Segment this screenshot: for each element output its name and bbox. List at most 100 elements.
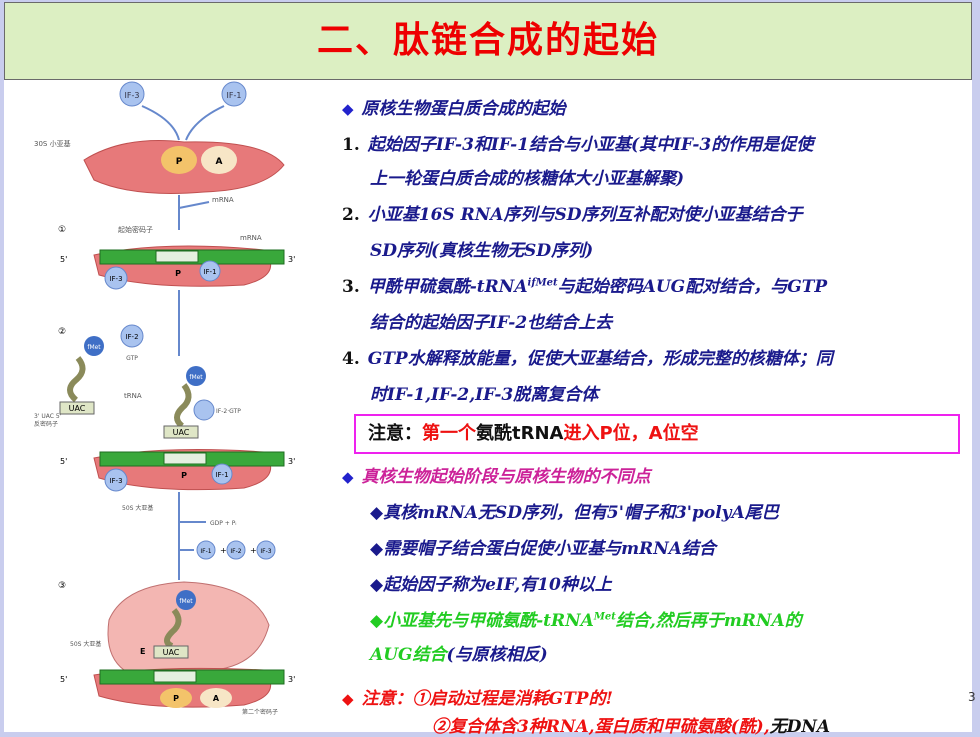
- if3-on-1-label: IF-3: [109, 275, 122, 283]
- p-site: [161, 146, 197, 174]
- p-site-3-label: P: [173, 694, 179, 703]
- large-subunit-shape: [107, 581, 270, 671]
- p-site-3: [160, 688, 192, 708]
- euk-item-3: ◆起始因子称为eIF,有10种以上: [370, 575, 612, 595]
- five-prime-3: 5': [60, 675, 67, 684]
- small-subunit-label: 30S 小亚基: [34, 139, 71, 148]
- uac-box-bottom: [153, 645, 189, 659]
- if2-gtp-label: IF-2·GTP: [216, 408, 241, 415]
- a-site-3: [200, 688, 232, 708]
- item1-number: 1.: [342, 135, 360, 155]
- step2-marker: ②: [58, 327, 66, 337]
- if1-label: IF-1: [227, 91, 242, 100]
- callout-box: 注意：第一个氨酰tRNA进入P位，A位空: [354, 414, 960, 454]
- codon-box-1: [155, 250, 199, 263]
- fmet-mid-label: fMet: [189, 374, 203, 381]
- item2-line-a: 2.小亚基16S RNA序列与SD序列互补配对使小亚基结合于: [342, 200, 802, 225]
- mrna-label: mRNA: [212, 196, 234, 204]
- item3-text-b: 结合的起始因子IF-2也结合上去: [370, 313, 613, 333]
- fmet-top: [84, 336, 104, 356]
- item2-number: 2.: [342, 205, 360, 225]
- anticodon-cn-label: 反密码子: [34, 420, 58, 428]
- prok-heading-line: ◆ 原核生物蛋白质合成的起始: [342, 94, 566, 119]
- anticodon-label: 3' UAC 5': [34, 413, 62, 420]
- if3-on-1: [104, 266, 128, 290]
- step3-marker: ③: [58, 581, 66, 591]
- fmet-bottom: [176, 590, 196, 610]
- if2-top-label: IF-2: [125, 333, 138, 341]
- fmet-top-label: fMet: [87, 344, 101, 351]
- euk-heading-line: ◆真核生物起始阶段与原核生物的不同点: [342, 462, 651, 487]
- uac-text-mid: UAC: [173, 428, 190, 437]
- initiation-diagram: IF-3 IF-1 30S 小亚基 P A mRNA ① 起始密码子 mRNA …: [34, 81, 295, 716]
- if1-on-1: [199, 260, 221, 282]
- note-line-1: ◆ 注意：①启动过程是消耗GTP的!: [342, 684, 613, 709]
- euk5-black: (与原核相反): [446, 645, 548, 665]
- second-codon-label: 第二个密码子: [242, 708, 278, 716]
- five-prime-1: 5': [60, 255, 67, 264]
- five-prime-2: 5': [60, 457, 67, 466]
- item4-number: 4.: [342, 349, 360, 369]
- if2-gtp-circle: [193, 399, 215, 421]
- p-site-label: P: [176, 157, 183, 167]
- prok-heading: 原核生物蛋白质合成的起始: [361, 99, 566, 119]
- euk4-post: 结合,然后再于mRNA的: [615, 611, 802, 631]
- item1-text-a: 起始因子IF-3和IF-1结合与小亚基(其中IF-3的作用是促使: [367, 135, 814, 155]
- trna-helix-mid: [174, 383, 192, 429]
- item4-line-a: 4.GTP水解释放能量，促使大亚基结合，形成完整的核糖体；同: [342, 344, 833, 369]
- start-codon-label: 起始密码子: [118, 225, 153, 234]
- if3-label: IF-3: [125, 91, 140, 100]
- slide-body: IF-3 IF-1 30S 小亚基 P A mRNA ① 起始密码子 mRNA …: [4, 80, 976, 737]
- title-bar: 二、肽链合成的起始: [4, 2, 972, 80]
- a-site-label: A: [216, 157, 223, 167]
- euk5-green: AUG结合: [370, 645, 447, 665]
- item3-line-a: 3.甲酰甲硫氨酰-tRNAifMet与起始密码AUG配对结合，与GTP: [342, 272, 827, 297]
- e-site-label: E: [140, 647, 145, 656]
- uac-box-mid: [163, 425, 199, 439]
- step1-marker: ①: [58, 225, 66, 235]
- gdp-label: GDP + Pᵢ: [210, 520, 236, 527]
- p-site-1-label: P: [175, 269, 181, 278]
- note-label: 注意：①启动过程是消耗GTP的!: [361, 689, 613, 709]
- euk-item-2: ◆需要帽子结合蛋白促使小亚基与mRNA结合: [370, 539, 716, 559]
- item3-text-pre: 甲酰甲硫氨酰-tRNA: [367, 277, 528, 297]
- release-if1: [196, 540, 216, 560]
- a-site: [201, 146, 237, 174]
- note-2a: ②复合体含3种RNA,蛋白质和甲硫氨酸(酰),: [432, 717, 770, 737]
- codon-box-2: [163, 452, 207, 465]
- release-if1-label: IF-1: [200, 548, 211, 555]
- three-prime-2: 3': [288, 457, 295, 466]
- release-if3-label: IF-3: [260, 548, 271, 555]
- a-site-3-label: A: [213, 694, 220, 703]
- large-subunit-2-label: 50S 大亚基: [70, 640, 101, 648]
- if1-on-2-label: IF-1: [215, 471, 228, 479]
- arrow-if3: [141, 105, 180, 141]
- diamond-bullet-icon-3: ◆: [342, 690, 354, 708]
- release-if2-label: IF-2: [230, 548, 241, 555]
- diamond-bullet-icon: ◆: [342, 100, 354, 118]
- diamond-bullet-icon-2: ◆: [342, 468, 354, 486]
- euk-item-1: ◆真核mRNA无SD序列，但有5'帽子和3'polyA尾巴: [370, 503, 779, 523]
- plus-2: +: [250, 546, 257, 555]
- fmet-bottom-label: fMet: [179, 598, 193, 605]
- release-if3: [256, 540, 276, 560]
- item3-number: 3.: [342, 277, 360, 297]
- large-subunit-label: 50S 大亚基: [122, 504, 153, 512]
- item3-superscript: ifMet: [527, 277, 558, 289]
- callout-part2: 氨酰tRNA: [476, 423, 564, 444]
- trna-helix: [67, 356, 86, 403]
- three-prime-3: 3': [288, 675, 295, 684]
- page-number: 3: [968, 690, 976, 704]
- plus-1: +: [220, 546, 227, 555]
- trna-label: tRNA: [124, 392, 142, 400]
- three-prime-1: 3': [288, 255, 295, 264]
- euk4-superscript: Met: [593, 611, 616, 623]
- item4-text-b: 时IF-1,IF-2,IF-3脱离复合体: [370, 385, 599, 405]
- slide-title: 二、肽链合成的起始: [316, 20, 659, 61]
- if3-circle: [119, 81, 145, 107]
- if3-on-2: [104, 468, 128, 492]
- mrna2-label: mRNA: [240, 234, 262, 242]
- if2-top: [120, 324, 144, 348]
- if1-on-1-label: IF-1: [203, 268, 216, 276]
- item2-text-b: SD序列(真核生物无SD序列): [370, 241, 594, 261]
